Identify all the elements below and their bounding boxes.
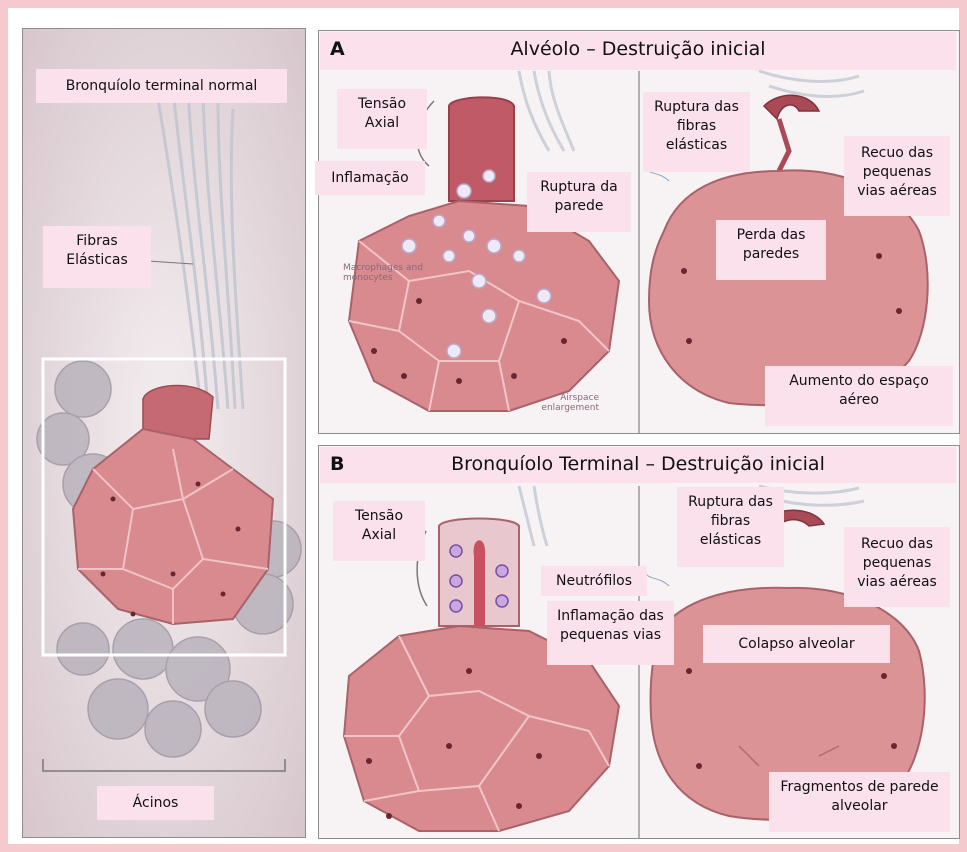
panel-a-header: A Alvéolo – Destruição inicial [320, 32, 956, 70]
panel-b-header: B Bronquíolo Terminal – Destruição inici… [320, 447, 956, 483]
label-a-wall-loss: Perda das paredes [716, 220, 826, 280]
label-b-elastic-rupture: Ruptura das fibras elásticas [677, 487, 784, 567]
label-acini: Ácinos [97, 786, 214, 820]
label-elastic-fibers: Fibras Elásticas [43, 226, 151, 288]
label-a-axial-tension: Tensão Axial [337, 89, 427, 149]
label-b-small-airway-inflammation: Inflamação das pequenas vias [547, 601, 674, 665]
label-b-wall-fragments: Fragmentos de parede alveolar [769, 772, 950, 832]
label-a-elastic-rupture: Ruptura das fibras elásticas [643, 92, 750, 172]
label-b-neutrophils: Neutrófilos [541, 566, 647, 596]
label-a-airway-recoil: Recuo das pequenas vias aéreas [844, 136, 950, 216]
left-panel-normal-bronchiole [22, 28, 306, 838]
image-text-macrophages: Macrophages and monocytes [343, 263, 433, 283]
panel-b-title: Bronquíolo Terminal – Destruição inicial [320, 451, 956, 477]
label-normal-terminal-bronchiole: Bronquíolo terminal normal [36, 69, 287, 103]
label-b-airway-recoil: Recuo das pequenas vias aéreas [844, 527, 950, 607]
label-a-wall-rupture: Ruptura da parede [527, 172, 631, 232]
normal-bronchiole-illustration [23, 29, 305, 837]
label-b-axial-tension: Tensão Axial [333, 501, 425, 561]
label-a-airspace-increase: Aumento do espaço aéreo [765, 366, 953, 426]
label-b-alveolar-collapse: Colapso alveolar [703, 625, 890, 663]
image-text-airspace: Airspace enlargement [529, 393, 599, 413]
label-a-inflammation: Inflamação [315, 161, 425, 195]
panel-a-title: Alvéolo – Destruição inicial [320, 36, 956, 62]
